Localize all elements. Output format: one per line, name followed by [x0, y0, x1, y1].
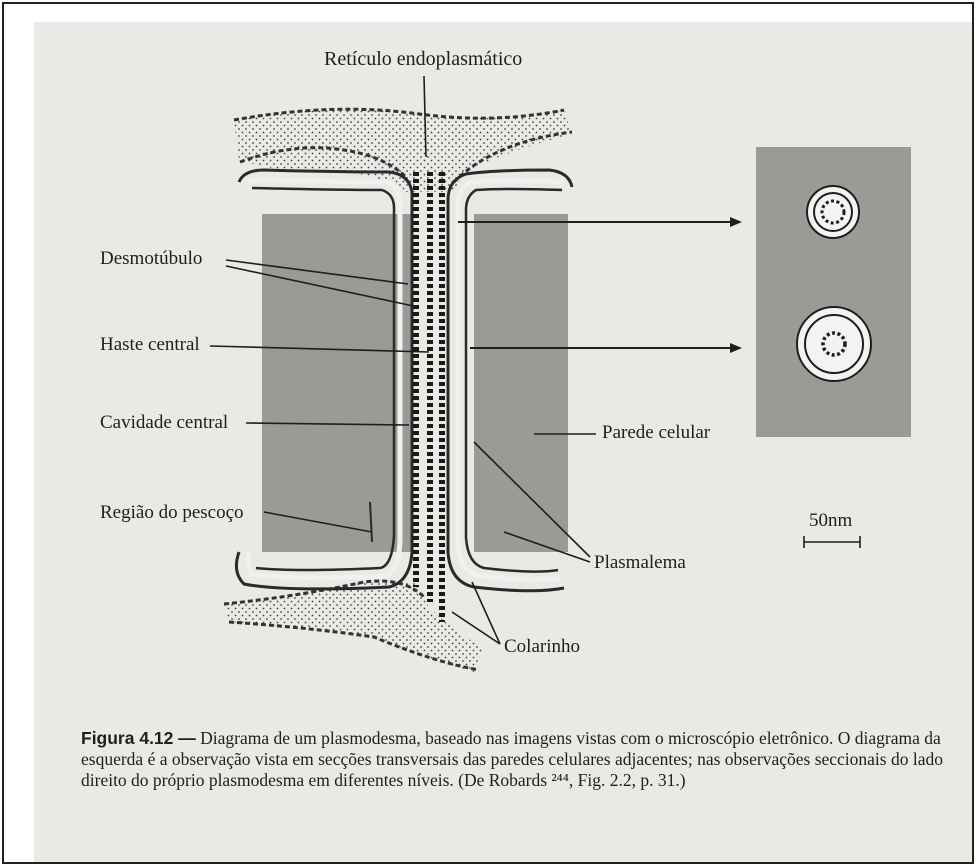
caption-text: Diagrama de um plasmodesma, baseado nas … [81, 728, 943, 790]
cross-section-upper [807, 186, 859, 238]
cell-wall-left [262, 214, 412, 552]
label-reticulo: Retículo endoplasmático [324, 48, 522, 71]
label-desmotubulo: Desmotúbulo [100, 248, 202, 270]
caption-figure-number: Figura 4.12 — [81, 728, 196, 748]
label-colarinho: Colarinho [504, 636, 580, 658]
label-plasmalema: Plasmalema [594, 552, 686, 574]
cell-wall-right [474, 214, 568, 552]
label-cavidade: Cavidade central [100, 412, 228, 434]
book-page: Retículo endoplasmático Desmotúbulo Hast… [34, 22, 974, 864]
figure-caption: Figura 4.12 — Diagrama de um plasmodesma… [81, 728, 974, 791]
cross-section-lower [797, 307, 871, 381]
label-parede: Parede celular [602, 422, 710, 444]
label-haste: Haste central [100, 334, 200, 356]
label-regiao: Região do pescoço [100, 502, 244, 524]
scale-bar-label: 50nm [809, 510, 852, 532]
